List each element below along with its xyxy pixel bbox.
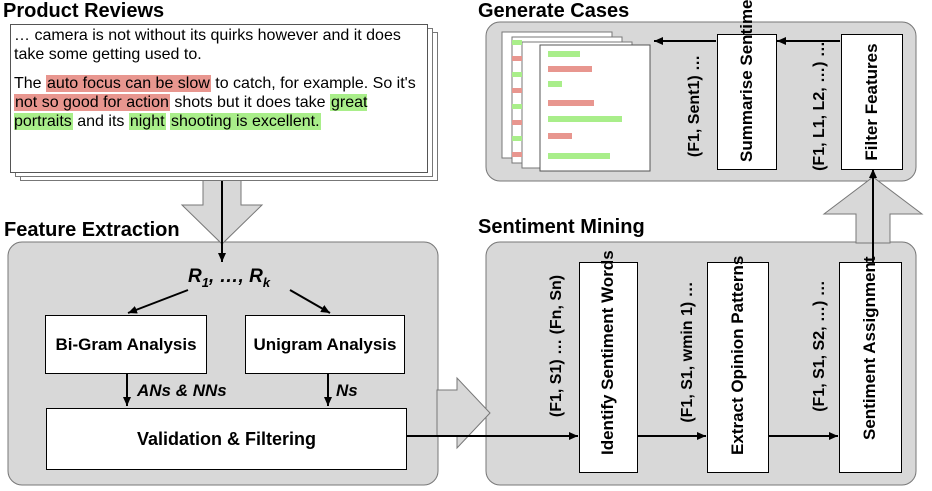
- background-bar: [512, 152, 522, 157]
- negative-bar: [548, 100, 594, 106]
- generate-cases-title: Generate Cases: [478, 0, 630, 22]
- bigram-analysis-box: Bi-Gram Analysis: [45, 315, 207, 374]
- case-bars: [512, 40, 622, 159]
- summarise-sentiment-box: [717, 34, 777, 170]
- validation-filtering-box: Validation & Filtering: [46, 408, 407, 470]
- review-paragraph-2: The auto focus can be slow to catch, for…: [14, 75, 416, 130]
- identify-sentiment-words-box: [579, 262, 638, 473]
- background-bar: [512, 104, 522, 109]
- review-line-1: … camera is not without its quirks howev…: [14, 27, 401, 63]
- positive-bar: [548, 153, 610, 159]
- identify-input-label: (F1, S1) … (Fn, Sn): [548, 274, 565, 418]
- positive-highlight: night: [128, 113, 166, 130]
- assignment-input-label: (F1, S1, S2, …) …: [811, 280, 828, 412]
- filter-features-box: [841, 34, 903, 170]
- positive-bar: [548, 81, 562, 87]
- background-bar: [512, 72, 522, 77]
- to-bigram-arrow: [127, 289, 189, 314]
- unigram-analysis-box: Unigram Analysis: [245, 315, 405, 374]
- sentiment-assignment-label: Sentiment Assignment: [860, 256, 879, 440]
- sentiment-assignment-box: [839, 262, 902, 473]
- positive-highlight: shooting is excellent.: [170, 113, 321, 130]
- negative-highlight: auto focus can be slow: [46, 75, 211, 92]
- feature-extraction-title: Feature Extraction: [4, 219, 180, 241]
- background-bar: [512, 40, 522, 45]
- negative-bar: [548, 133, 572, 139]
- sentiment-mining-title: Sentiment Mining: [478, 216, 645, 238]
- summarise-sentiment-label: Summarise Sentiment: [737, 0, 756, 162]
- negative-bar: [548, 66, 592, 72]
- extract-opinion-patterns-box: [707, 262, 769, 473]
- bigram-output-label: ANs & NNs: [137, 381, 227, 400]
- review-text: … camera is not without its quirks howev…: [14, 26, 426, 141]
- positive-bar: [548, 116, 622, 122]
- extraction-to-mining-arrow: [436, 376, 491, 450]
- case-document: [539, 44, 651, 172]
- identify-sentiment-words-label: Identify Sentiment Words: [598, 250, 617, 455]
- filter-features-label: Filter Features: [862, 43, 881, 161]
- background-bar: [512, 136, 522, 141]
- reviews-set-label: R1, …, Rk: [188, 266, 271, 290]
- unigram-output-label: Ns: [336, 381, 358, 400]
- negative-highlight: not so good for action: [14, 94, 170, 111]
- extract-opinion-patterns-label: Extract Opinion Patterns: [728, 255, 747, 455]
- filter-output-label: (F1, L1, L2, …) …: [811, 41, 828, 171]
- product-reviews-title: Product Reviews: [3, 0, 165, 22]
- background-bar: [512, 56, 522, 61]
- background-bar: [512, 88, 522, 93]
- summarise-output-label: (F1, Sent1) …: [686, 54, 703, 158]
- background-bar: [512, 120, 522, 125]
- positive-bar: [548, 51, 580, 57]
- extract-input-label: (F1, S1, wmin 1) …: [679, 281, 696, 423]
- to-unigram-arrow: [289, 289, 331, 314]
